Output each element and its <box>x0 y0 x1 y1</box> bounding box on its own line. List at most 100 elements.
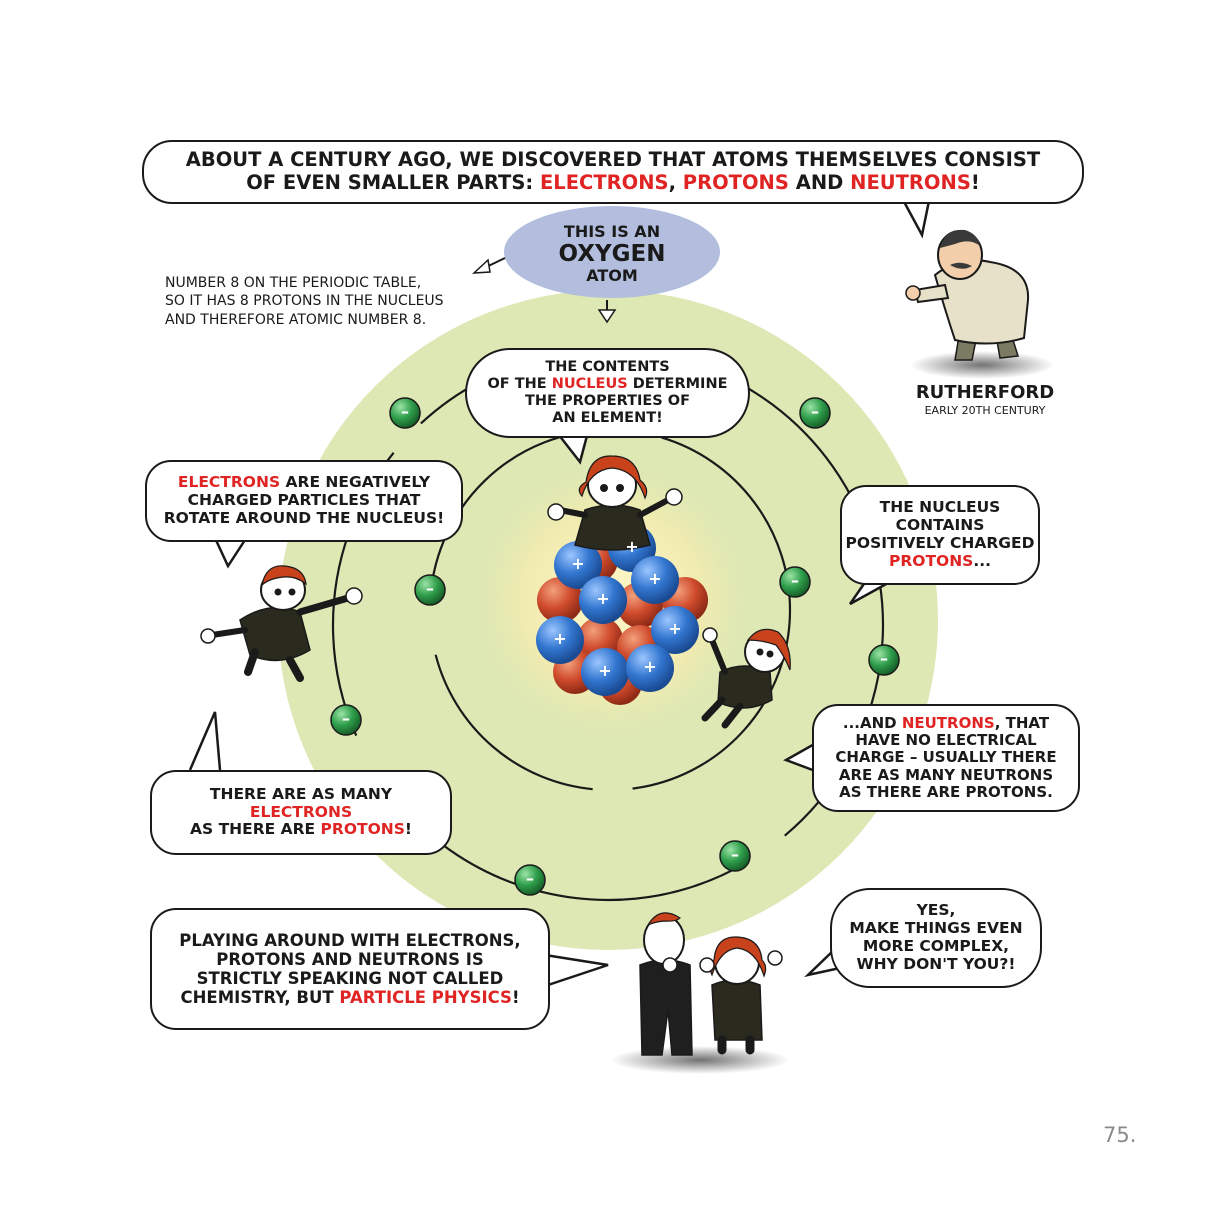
protons-bubble: THE NUCLEUS CONTAINS POSITIVELY CHARGED … <box>840 485 1040 585</box>
periodic-note-line1: NUMBER 8 ON THE PERIODIC TABLE, <box>165 275 422 291</box>
oxygen-label-element: OXYGEN <box>558 240 666 267</box>
girl-legs <box>701 696 744 729</box>
tail-headline <box>900 195 932 239</box>
electron-minus-sign: – <box>342 709 350 728</box>
boy-hand <box>662 957 678 973</box>
headline-neutrons: NEUTRONS <box>850 171 971 194</box>
proton-plus-sign: + <box>596 589 610 608</box>
complex-bubble-line2: MAKE THINGS EVEN <box>849 919 1023 938</box>
electron-minus-sign: – <box>401 402 409 421</box>
electrons-bubble: ELECTRONS ARE NEGATIVELY CHARGED PARTICL… <box>145 460 463 542</box>
tail-nucleus <box>554 429 590 465</box>
proton <box>579 576 627 624</box>
electron <box>719 840 751 872</box>
neutron <box>537 577 583 623</box>
electron <box>330 704 362 736</box>
neutrons-bubble-line4: ARE AS MANY NEUTRONS <box>838 765 1054 784</box>
rutherford-name: RUTHERFORD <box>915 382 1055 403</box>
boy-hair <box>261 565 307 587</box>
rutherford-arm <box>913 283 950 304</box>
girl-floating-right <box>701 627 791 729</box>
neutrons-bubble-line2: HAVE NO ELECTRICAL <box>855 730 1037 749</box>
girl-hand <box>547 503 565 521</box>
headline-electrons: ELECTRONS <box>539 171 669 194</box>
tail-physics <box>544 953 609 987</box>
electron <box>868 644 900 676</box>
physics-bubble-line3: STRICTLY SPEAKING NOT CALLED <box>196 969 504 988</box>
headline-bubble: ABOUT A CENTURY AGO, WE DISCOVERED THAT … <box>142 140 1084 204</box>
equal-count-bubble: THERE ARE AS MANY ELECTRONS AS THERE ARE… <box>150 770 452 855</box>
equal-bubble-line3: AS THERE ARE PROTONS! <box>190 820 412 839</box>
neutrons-term: NEUTRONS <box>901 713 995 732</box>
proton-plus-sign: + <box>648 569 662 588</box>
rutherford-figure <box>905 229 1054 379</box>
protons-bubble-line4: PROTONS... <box>888 551 992 570</box>
equal-bubble-electrons: ELECTRONS <box>249 802 353 821</box>
nucleus <box>536 524 708 705</box>
proton-plus-sign: + <box>625 537 639 556</box>
boy-hand <box>200 628 216 644</box>
nucleus-bubble-line3: THE PROPERTIES OF <box>524 393 691 409</box>
shadow <box>910 351 1054 379</box>
boy-legs <box>244 648 304 682</box>
electrons-bubble-line2: CHARGED PARTICLES THAT <box>187 491 421 510</box>
nucleus-bubble-line2: OF THE NUCLEUS DETERMINE <box>487 376 728 393</box>
electron <box>514 864 546 896</box>
electrons-bubble-line3: ROTATE AROUND THE NUCLEUS! <box>163 508 445 527</box>
girl-arm-right <box>637 497 671 518</box>
boy-arm-left <box>209 627 248 638</box>
tail-neutrons <box>783 740 819 774</box>
boy-eye <box>274 588 282 596</box>
electrons <box>330 397 900 896</box>
bottom-characters <box>610 912 790 1074</box>
proton <box>581 648 629 696</box>
boy-hair <box>646 912 681 927</box>
girl-on-nucleus <box>547 455 683 551</box>
physics-bubble-line1: PLAYING AROUND WITH ELECTRONS, <box>179 930 521 950</box>
neutrons-bubble-line3: CHARGE – USUALLY THERE <box>835 748 1057 767</box>
rutherford-caption: RUTHERFORD EARLY 20TH CENTURY <box>905 382 1065 417</box>
proton <box>536 616 584 664</box>
neutrons-bubble-line1: ...AND NEUTRONS, THAT <box>842 713 1050 732</box>
rutherford-mustache <box>950 262 972 269</box>
electron <box>414 574 446 606</box>
girl-eye <box>756 648 764 656</box>
headline-line2: OF EVEN SMALLER PARTS: ELECTRONS, PROTON… <box>246 171 980 194</box>
girl-hand <box>699 957 715 973</box>
proton-plus-sign: + <box>553 629 567 648</box>
particle-physics-bubble: PLAYING AROUND WITH ELECTRONS, PROTONS A… <box>150 908 550 1030</box>
oxygen-label-ellipse <box>504 206 720 298</box>
boy-flying-left <box>200 565 363 682</box>
girl-hand <box>767 950 783 966</box>
electron-minus-sign: – <box>791 571 799 590</box>
periodic-table-note: NUMBER 8 ON THE PERIODIC TABLE, SO IT HA… <box>165 274 444 329</box>
electron <box>779 566 811 598</box>
rutherford-hair <box>940 229 980 248</box>
girl-hand <box>702 627 718 643</box>
physics-bubble-line4: CHEMISTRY, BUT PARTICLE PHYSICS! <box>180 988 520 1008</box>
periodic-note-line3: AND THEREFORE ATOMIC NUMBER 8. <box>165 311 427 328</box>
electrons-bubble-line1: ELECTRONS ARE NEGATIVELY <box>177 473 431 492</box>
page-number: 75. <box>1103 1123 1137 1147</box>
protons-bubble-line3: POSITIVELY CHARGED <box>845 534 1035 552</box>
nucleus-bubble-line1: THE CONTENTS <box>545 359 670 376</box>
nucleus-bubble: THE CONTENTS OF THE NUCLEUS DETERMINE TH… <box>465 348 750 438</box>
periodic-note-line2: SO IT HAS 8 PROTONS IN THE NUCLEUS <box>165 293 444 310</box>
boy-body <box>639 959 693 1056</box>
girl-body <box>711 979 763 1041</box>
proton <box>651 606 699 654</box>
protons-bubble-line2: CONTAINS <box>895 516 985 535</box>
girl-hair <box>578 455 648 500</box>
equal-bubble-protons: PROTONS <box>320 820 405 839</box>
complex-bubble-line3: MORE COMPLEX, <box>862 937 1010 955</box>
proton-plus-sign: + <box>643 657 657 676</box>
proton <box>626 644 674 692</box>
electron-minus-sign: – <box>880 649 888 668</box>
electron-minus-sign: – <box>731 845 739 864</box>
girl-hair <box>709 936 767 978</box>
tail-electrons <box>213 537 247 569</box>
neutrons-bubble: ...AND NEUTRONS, THAT HAVE NO ELECTRICAL… <box>812 704 1080 812</box>
girl-hand <box>665 488 683 506</box>
electron-minus-sign: – <box>426 579 434 598</box>
